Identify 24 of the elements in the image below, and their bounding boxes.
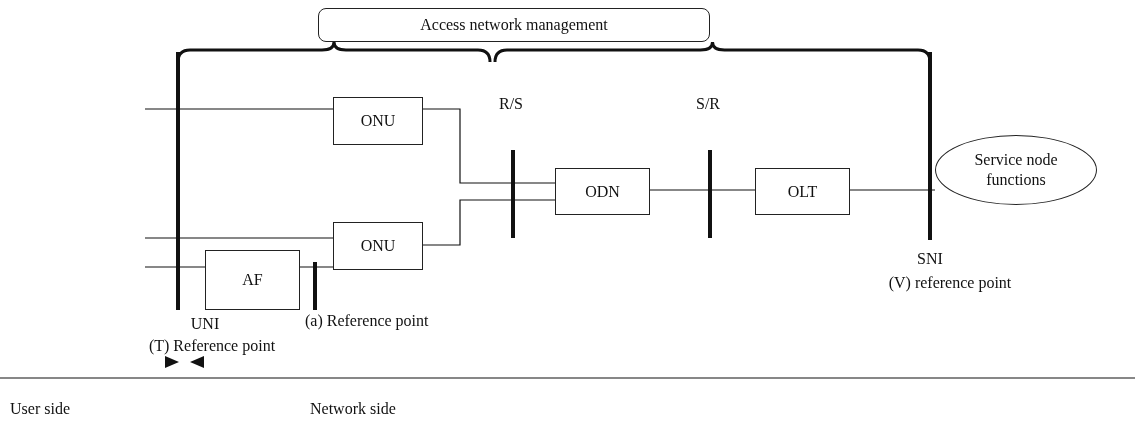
label-text: UNI [190, 315, 220, 333]
label-text: (T) Reference point [148, 337, 276, 355]
connector-line [849, 189, 936, 191]
connector-line [422, 108, 556, 184]
label-text: R/S [499, 95, 523, 113]
process-box: OLT [755, 168, 850, 215]
connector-line [299, 266, 334, 268]
process-box: AF [205, 250, 300, 310]
process-box: ODN [555, 168, 650, 215]
label-text: S/R [696, 95, 720, 113]
title-box: Access network management [318, 8, 710, 42]
process-box: ONU [333, 97, 423, 145]
label-text: (V) reference point [888, 274, 1012, 292]
label-text: SNI [917, 250, 943, 268]
connector-line [144, 266, 206, 268]
process-box: ONU [333, 222, 423, 270]
connector-line [422, 199, 556, 246]
label-text: User side [10, 400, 70, 418]
ellipse-node: Service node functions [935, 135, 1097, 205]
connector-line [144, 108, 334, 110]
connector-line [649, 189, 756, 191]
label-text: (a) Reference point [305, 312, 429, 330]
label-text: Network side [310, 400, 396, 418]
connector-line [144, 237, 334, 239]
